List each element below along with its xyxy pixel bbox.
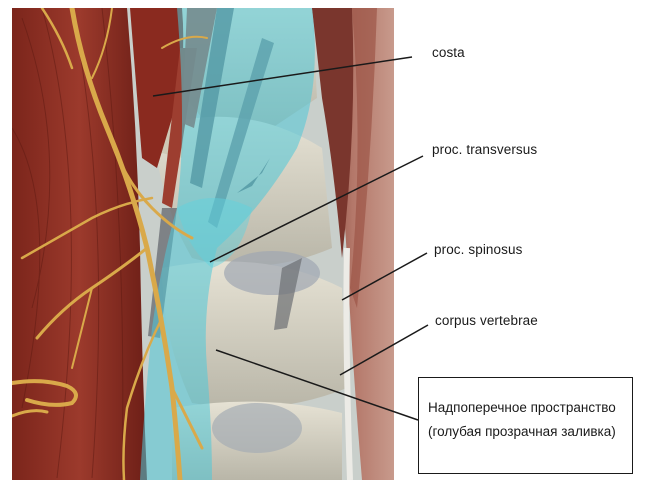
callout-line-2: (голубая прозрачная заливка) [428,424,616,439]
label-costa: costa [432,45,465,60]
label-corpus-vertebrae: corpus vertebrae [435,313,538,328]
callout-box: Надпоперечное пространство (голубая проз… [418,377,633,474]
anatomy-drawing [12,8,394,480]
callout-line-1: Надпоперечное пространство [428,400,616,415]
anatomy-illustration [12,8,394,480]
label-proc-spinosus: proc. spinosus [434,242,522,257]
label-proc-transversus: proc. transversus [432,142,537,157]
